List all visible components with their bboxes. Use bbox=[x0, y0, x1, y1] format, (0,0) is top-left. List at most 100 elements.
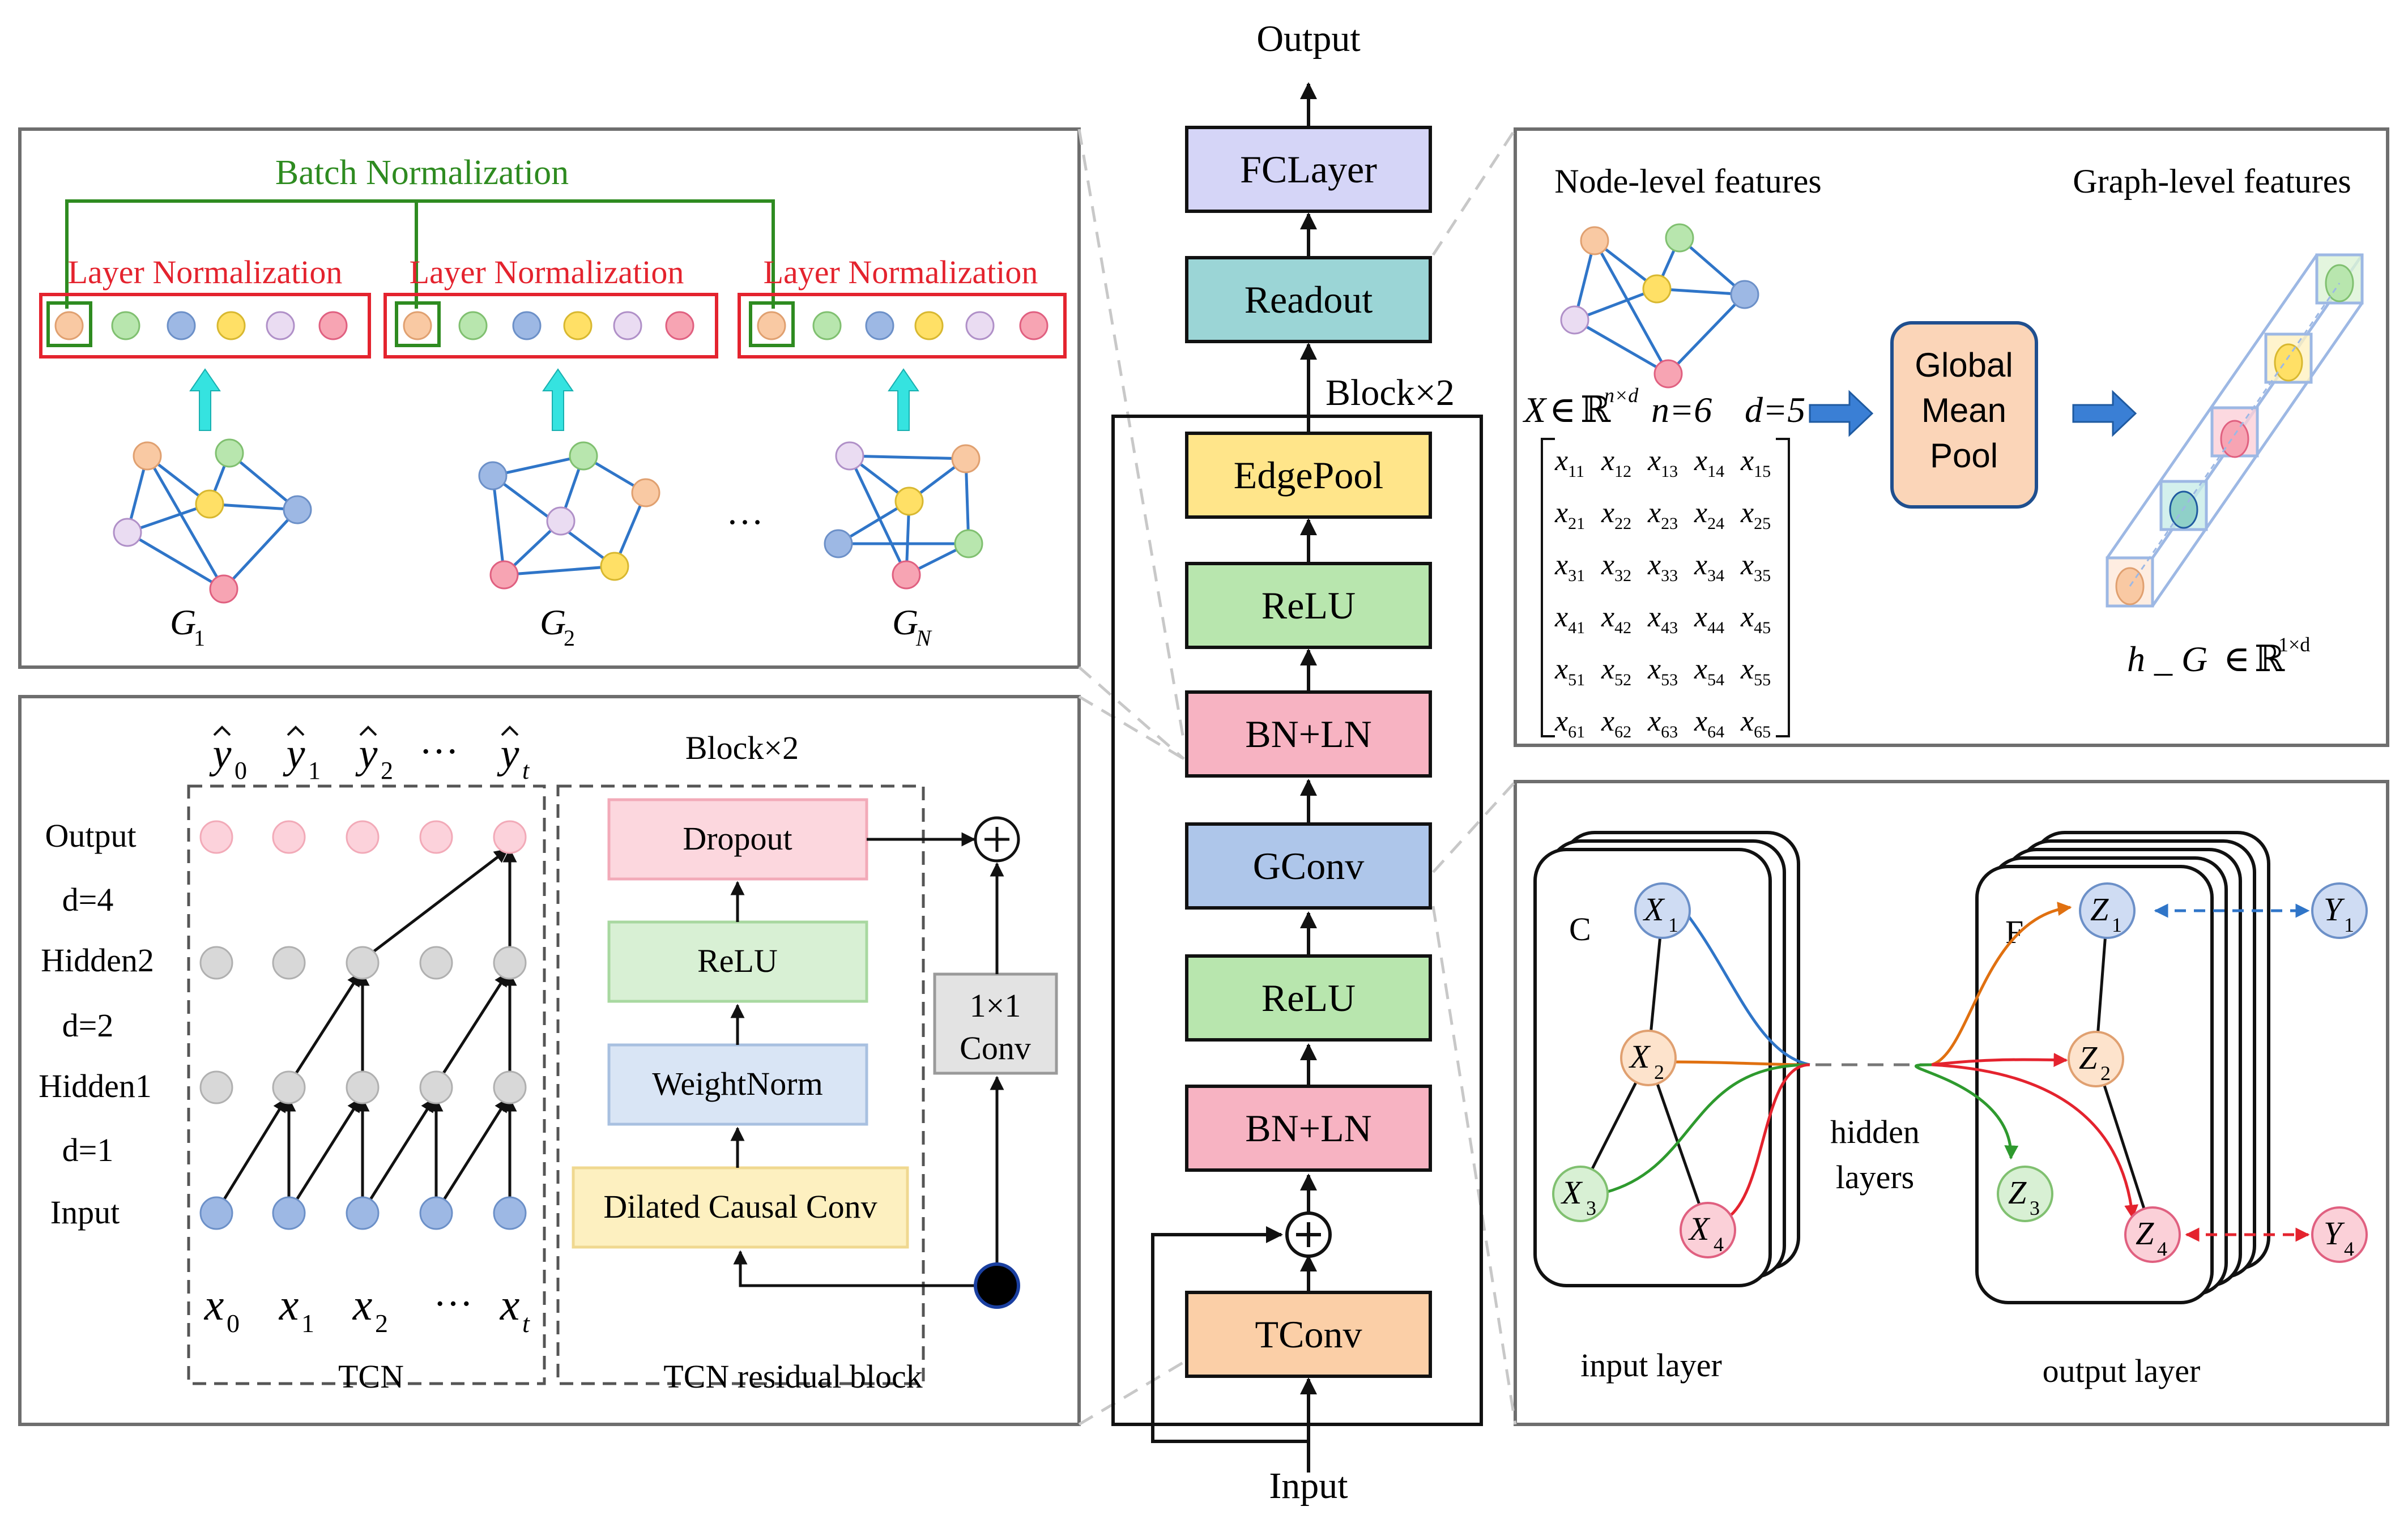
y-hat-sub-1: 1 bbox=[308, 757, 321, 784]
matrix-cell: x43 bbox=[1647, 601, 1678, 637]
x4-label: X bbox=[1688, 1210, 1711, 1247]
y1-sub: 1 bbox=[2344, 914, 2354, 936]
z2-sub: 2 bbox=[2100, 1062, 2111, 1085]
tcn-row-hidden2: Hidden2 bbox=[41, 942, 154, 979]
graph-g2 bbox=[478, 441, 660, 590]
tcn-row-d2: d=2 bbox=[62, 1007, 114, 1044]
tcn-row-hidden1: Hidden1 bbox=[39, 1068, 152, 1104]
up-arrow-icons bbox=[189, 368, 919, 431]
pooling-content: Node-level features Graph-level features… bbox=[1522, 163, 2364, 741]
z1-label: Z bbox=[2090, 891, 2109, 928]
matrix-cell: x21 bbox=[1554, 497, 1585, 533]
tcn-row-d1: d=1 bbox=[62, 1132, 114, 1168]
z4-label: Z bbox=[2136, 1215, 2154, 1252]
matrix-cell: x25 bbox=[1740, 497, 1771, 533]
tcn-connections bbox=[215, 848, 517, 1213]
d-equals: d=5 bbox=[1745, 390, 1805, 430]
tcn-panel bbox=[18, 695, 1081, 1426]
x-def-symbol: X bbox=[1522, 390, 1548, 430]
pool-arrow-left-icon bbox=[1809, 390, 1874, 437]
bnln-top-box bbox=[1185, 690, 1432, 778]
y1-label: Y bbox=[2324, 891, 2345, 928]
graph-sub-gn: N bbox=[915, 625, 932, 651]
y-dots: ··· bbox=[419, 730, 459, 774]
residual-caption: TCN residual block bbox=[663, 1358, 922, 1395]
conv1x1-line1: 1×1 bbox=[970, 987, 1021, 1024]
y4-label: Y bbox=[2324, 1215, 2345, 1252]
matrix-cell: x42 bbox=[1601, 601, 1631, 637]
y-hat-sub-2: 2 bbox=[381, 757, 393, 784]
x-sub-t: t bbox=[522, 1309, 530, 1338]
node-features-label: Node-level features bbox=[1554, 163, 1821, 200]
dilated-conv-label: Dilated Causal Conv bbox=[603, 1188, 877, 1225]
x1-label: X bbox=[1643, 891, 1665, 928]
layer-norm-label-2: Layer Normalization bbox=[410, 254, 684, 291]
bnln-bottom-label: BN+LN bbox=[1245, 1107, 1371, 1150]
pool-line1: Global bbox=[1915, 346, 2013, 384]
readout-box bbox=[1185, 256, 1432, 343]
matrix-cell: x11 bbox=[1554, 445, 1584, 481]
graph-features-label: Graph-level features bbox=[2073, 163, 2351, 200]
x-definition: X ∈ ℝ n×d n=6 d=5 bbox=[1522, 384, 1805, 430]
z3-sub: 3 bbox=[2030, 1197, 2040, 1219]
relu-bottom-box bbox=[1185, 954, 1432, 1042]
x1-sub: 1 bbox=[1668, 914, 1678, 936]
matrix-cell: x33 bbox=[1647, 549, 1678, 585]
readout-label: Readout bbox=[1245, 278, 1373, 321]
pool-arrow-right-icon bbox=[2072, 390, 2137, 437]
block-label: Block×2 bbox=[1326, 372, 1455, 413]
relu-top-label: ReLU bbox=[1261, 584, 1356, 627]
graph-label-gn: G bbox=[892, 602, 918, 642]
matrix-cell: x53 bbox=[1647, 653, 1678, 689]
tcn-row-d4: d=4 bbox=[62, 881, 114, 918]
graph-sub-g1: 1 bbox=[194, 625, 205, 651]
layer-norm-box-1 bbox=[39, 293, 371, 359]
x-sub-1: 1 bbox=[301, 1309, 314, 1338]
z3-label: Z bbox=[2008, 1174, 2027, 1211]
x3-sub: 3 bbox=[1586, 1197, 1596, 1219]
x4-sub: 4 bbox=[1714, 1233, 1724, 1256]
matrix-cell: x31 bbox=[1554, 549, 1585, 585]
tconv-box bbox=[1185, 1291, 1432, 1378]
matrix-cell: x32 bbox=[1601, 549, 1631, 585]
y-hat-1: y bbox=[283, 731, 305, 777]
gcn-panel bbox=[1514, 780, 2389, 1426]
input-layer-caption: input layer bbox=[1580, 1347, 1722, 1384]
x2-label: X bbox=[1629, 1038, 1651, 1075]
output-layer-caption: output layer bbox=[2043, 1352, 2201, 1389]
graph-ellipsis: … bbox=[726, 491, 764, 532]
dilated-conv-box bbox=[572, 1166, 909, 1249]
y-hat-2: y bbox=[355, 731, 378, 777]
gcn-nodes bbox=[1552, 882, 2368, 1263]
x-label-0: x bbox=[204, 1280, 224, 1329]
matrix-cell: x23 bbox=[1647, 497, 1678, 533]
matrix-cell: x14 bbox=[1694, 445, 1724, 481]
pool-line2: Mean bbox=[1921, 391, 2006, 429]
conv1x1-line2: Conv bbox=[960, 1030, 1031, 1066]
fclayer-label: FCLayer bbox=[1240, 148, 1377, 191]
x-sub-0: 0 bbox=[227, 1309, 240, 1338]
matrix-cell: x62 bbox=[1601, 705, 1631, 741]
feature-node-rows bbox=[54, 311, 1049, 340]
hG-in: ∈ bbox=[2223, 639, 2250, 679]
matrix-cell: x24 bbox=[1694, 497, 1724, 533]
hG-label: h _ G bbox=[2127, 639, 2207, 679]
matrix-cell: x63 bbox=[1647, 705, 1678, 741]
z4-sub: 4 bbox=[2157, 1237, 2167, 1260]
matrix-cell: x45 bbox=[1740, 601, 1771, 637]
hG-R: ℝ bbox=[2254, 639, 2285, 679]
normalization-content: Batch Normalization Layer Normalization … bbox=[39, 153, 1067, 651]
matrix-cell: x61 bbox=[1554, 705, 1585, 741]
x-def-sup: n×d bbox=[1604, 384, 1639, 407]
pool-line3: Pool bbox=[1930, 437, 1998, 475]
x-label-t: x bbox=[500, 1280, 520, 1329]
n-equals: n=6 bbox=[1651, 390, 1712, 430]
connector-lines bbox=[1077, 128, 1517, 1426]
hidden-line1: hidden bbox=[1830, 1113, 1920, 1150]
gcn-content: C F bbox=[1533, 831, 2368, 1389]
hidden-line2: layers bbox=[1836, 1159, 1915, 1196]
y-hat-sub-0: 0 bbox=[235, 757, 247, 784]
residual-block-label: Block×2 bbox=[685, 729, 799, 766]
batch-select-box-3 bbox=[749, 301, 795, 347]
